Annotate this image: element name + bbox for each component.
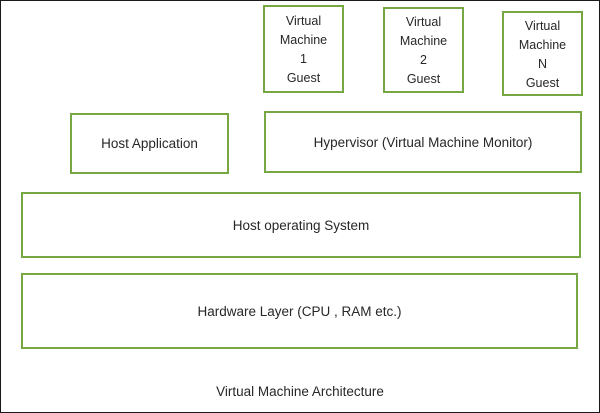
vm-n-line-4: Guest (525, 75, 560, 90)
vm-2-line-2: Machine (399, 34, 448, 48)
hardware-layer-box: Hardware Layer (CPU , RAM etc.) (21, 273, 578, 349)
vm-1-line-4: Guest (286, 71, 321, 85)
virtual-machine-1-box: Virtual Machine 1 Guest (263, 5, 344, 93)
vm-1-line-1: Virtual (285, 14, 322, 28)
virtual-machine-n-box: Virtual Machine N Guest (502, 11, 583, 96)
host-application-label: Host Application (101, 136, 198, 151)
host-operating-system-label: Host operating System (232, 217, 370, 233)
hypervisor-label: Hypervisor (Virtual Machine Monitor) (313, 134, 533, 150)
diagram-caption: Virtual Machine Architecture (216, 384, 384, 399)
host-application-box: Host Application (70, 113, 229, 174)
virtual-machine-2-box: Virtual Machine 2 Guest (383, 7, 464, 93)
vm-n-line-1: Virtual (524, 18, 561, 33)
vm-2-line-4: Guest (406, 72, 441, 86)
vm-n-line-3: N (537, 56, 548, 71)
vm-2-line-3: 2 (420, 53, 427, 67)
vm-2-line-1: Virtual (405, 15, 442, 29)
vm-1-line-2: Machine (279, 33, 328, 47)
hypervisor-box: Hypervisor (Virtual Machine Monitor) (264, 111, 582, 173)
host-operating-system-box: Host operating System (21, 192, 581, 258)
vm-n-line-2: Machine (518, 37, 567, 52)
hardware-layer-label: Hardware Layer (CPU , RAM etc.) (197, 303, 402, 319)
vm-1-line-3: 1 (300, 52, 307, 66)
